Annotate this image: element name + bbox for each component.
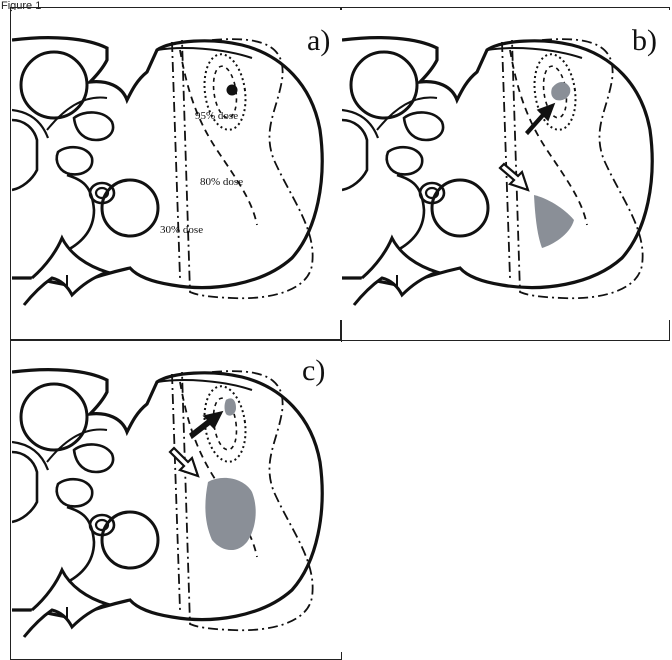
shaded-region-upper <box>225 398 237 415</box>
anatomy-outline <box>342 38 652 305</box>
panel-b: b) <box>342 10 672 320</box>
dose-30-contour <box>512 39 643 298</box>
dose-label-95: 95% dose <box>195 110 238 122</box>
dose-80-contour <box>180 50 257 225</box>
dose-label-80: 80% dose <box>200 176 243 188</box>
hollow-arrow <box>500 164 528 190</box>
shaded-region-lower <box>534 195 574 248</box>
beam-edge-line <box>502 42 510 278</box>
panel-b-label: b) <box>632 24 657 57</box>
beam-edge-line <box>172 42 180 278</box>
target-dot <box>227 85 238 96</box>
shaded-region-upper <box>551 82 570 100</box>
panel-c: c) <box>12 342 342 652</box>
panel-a: 95% dose 80% dose 30% dose a) <box>12 10 342 320</box>
beam-edge-line <box>172 374 180 610</box>
panel-c-label: c) <box>302 354 325 387</box>
panel-a-label: a) <box>307 24 330 57</box>
shaded-region-lower <box>205 478 255 550</box>
anatomy-outline <box>12 370 322 637</box>
dose-30-contour <box>182 39 313 298</box>
anatomy-outline <box>12 38 322 305</box>
dose-80-contour <box>510 50 587 225</box>
dose-label-30: 30% dose <box>160 224 203 236</box>
